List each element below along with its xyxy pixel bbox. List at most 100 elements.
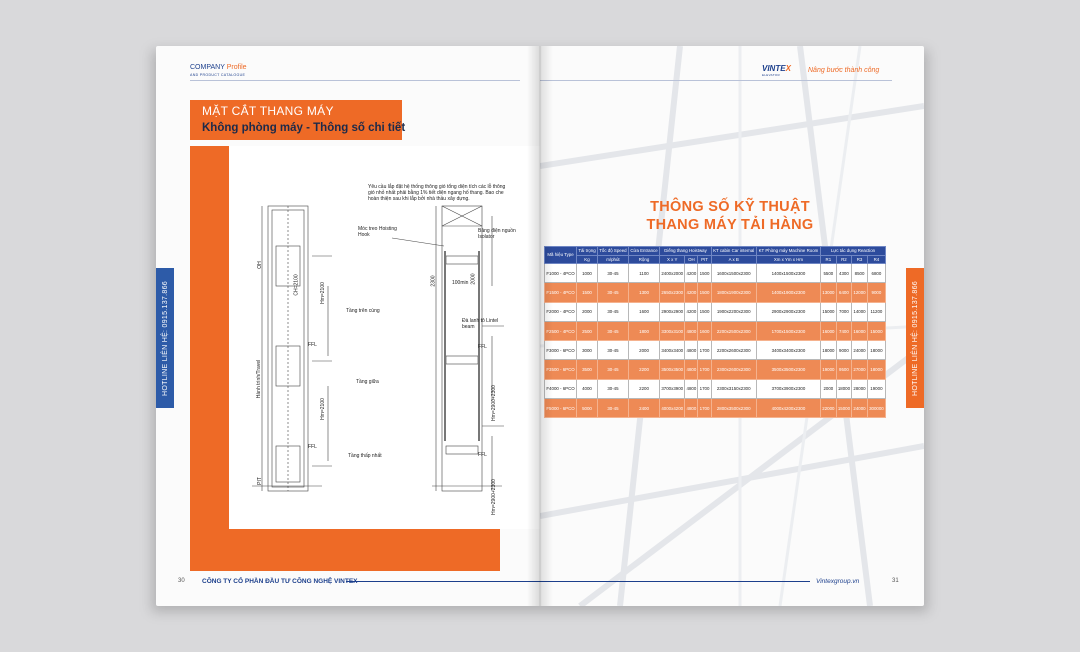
table-cell: 30-45 xyxy=(596,282,629,303)
table-cell: 3700x3900 xyxy=(659,378,686,400)
ch-dimension: CH=2100 xyxy=(293,274,300,296)
table-cell: 4200 xyxy=(684,282,699,303)
table-cell: F5000 - 6PCO xyxy=(543,398,578,419)
table-cell: 1700 xyxy=(697,359,712,380)
footer-company: CÔNG TY CỔ PHẦN ĐẦU TƯ CÔNG NGHỆ VINTEX xyxy=(202,578,358,585)
table-cell: 3700x3900x2300 xyxy=(755,378,822,400)
footer-divider-left xyxy=(346,581,540,582)
table-cell: 5500 xyxy=(820,262,837,284)
table-cell: 19000 xyxy=(866,378,887,400)
table-cell: 6400 xyxy=(835,282,853,303)
table-cell: 24000 xyxy=(851,398,868,419)
table-cell: F1000 - 4PCO xyxy=(543,262,578,284)
hotline-tab-left: HOTLINE LIÊN HỆ: 0915.137.866 xyxy=(156,268,174,408)
table-cell: 22000 xyxy=(820,398,837,419)
table-cell: 2400 xyxy=(627,398,661,419)
table-cell: 15000 xyxy=(820,301,837,322)
table-cell: 2200 xyxy=(627,378,661,400)
ffl-label-top: FFL xyxy=(308,342,317,348)
ffl-label-right: FFL xyxy=(478,344,487,350)
table-cell: 3000 xyxy=(576,340,598,361)
table-cell: 30-45 xyxy=(596,378,629,400)
table-cell: 2800x3500x2300 xyxy=(710,398,757,419)
right-page: VINTEX ELEVATOR Nâng bước thành công THÔ… xyxy=(540,46,924,606)
col-hoistway: Giếng thang Hoistway xyxy=(659,246,712,256)
travel-label: Hành trình/Travel xyxy=(256,359,263,399)
table-cell: 15000 xyxy=(866,320,887,342)
ventilation-note: Yêu cầu lắp đặt hệ thống thông gió tổng … xyxy=(368,184,506,202)
table-cell: 6800 xyxy=(866,262,887,284)
table-cell: 2900x2900 xyxy=(659,301,686,322)
ffl-label-bottom: FFL xyxy=(308,444,317,450)
footer-website: Vintexgroup.vn xyxy=(816,578,860,585)
table-cell: 2000 xyxy=(820,378,837,400)
hotline-tab-right: HOTLINE LIÊN HỆ: 0915.137.866 xyxy=(906,268,924,408)
table-cell: 1100 xyxy=(627,262,661,284)
table-cell: 7000 xyxy=(835,301,853,322)
header-divider-right xyxy=(540,80,892,81)
sub-r2: R2 xyxy=(835,254,853,264)
table-cell: 15000 xyxy=(835,398,853,419)
table-cell: 3500x3500x2300 xyxy=(755,359,822,380)
table-cell: 4000x4200 xyxy=(659,398,686,419)
table-cell: 1700x1500x2300 xyxy=(755,320,822,342)
sub-pit: PIT xyxy=(697,254,712,264)
table-cell: 4800 xyxy=(684,320,699,342)
table-cell: 2200 xyxy=(627,359,661,380)
table-cell: 2400x2000 xyxy=(659,262,686,284)
table-cell: 18000 xyxy=(866,340,887,361)
page-number-right: 31 xyxy=(892,578,899,584)
table-cell: 1700 xyxy=(697,340,712,361)
page-number-left: 30 xyxy=(178,578,185,584)
table-cell: 4800 xyxy=(684,378,699,400)
table-cell: 3500 xyxy=(576,359,598,380)
min-100-label: 100min xyxy=(452,280,469,286)
table-cell: 4200 xyxy=(684,262,699,284)
table-cell: 30-45 xyxy=(596,340,629,361)
table-cell: 12000 xyxy=(851,282,868,303)
table-cell: 2500 xyxy=(576,320,598,342)
table-cell: 2650x2300 xyxy=(659,282,686,303)
lintel-beam-label: Đà lanh tô Lintel beam xyxy=(462,318,499,330)
table-header-row: Mã hiệu Type Tải trọng Tốc độ Speed Cửa … xyxy=(543,246,886,264)
table-cell: 8500 xyxy=(851,262,868,284)
col-speed: Tốc độ Speed xyxy=(596,246,629,256)
spec-title-line2: THANG MÁY TẢI HÀNG xyxy=(646,217,814,233)
table-cell: 19000 xyxy=(820,359,837,380)
bottom-floor-label: Tầng thấp nhất xyxy=(348,453,382,459)
sub-xy: X x Y xyxy=(659,254,686,264)
hoisting-hook-label: Móc treo Hoisting Hook xyxy=(358,226,397,238)
isolator-label: Bảng điện nguồn Isolator xyxy=(478,228,516,240)
table-cell: 1300 xyxy=(627,282,661,303)
table-cell: 13000 xyxy=(820,282,837,303)
table-cell: 300000 xyxy=(866,398,887,419)
dim-2000: 2000 xyxy=(470,273,477,285)
table-cell: 18000 xyxy=(866,359,887,380)
table-cell: 1600 xyxy=(697,320,712,342)
table-cell: 18000 xyxy=(835,378,853,400)
table-cell: 4800 xyxy=(684,340,699,361)
brand-logo: VINTEX xyxy=(762,64,791,73)
slogan: Nâng bước thành công xyxy=(808,67,880,74)
table-cell: 4200 xyxy=(684,301,699,322)
table-cell: 2200x2600x2300 xyxy=(710,340,757,361)
brand-subtitle: ELEVATOR xyxy=(762,73,780,77)
table-cell: F3000 - 6PCO xyxy=(543,340,578,361)
table-cell: 30-45 xyxy=(596,398,629,419)
table-cell: 4800 xyxy=(684,398,699,419)
sub-speed: m/phút xyxy=(596,254,629,264)
table-cell: 9000 xyxy=(835,340,853,361)
table-cell: 2000 xyxy=(576,301,598,322)
table-cell: 9000 xyxy=(866,282,887,303)
col-type: Mã hiệu Type xyxy=(543,246,578,264)
table-cell: 1600x1500x2300 xyxy=(710,262,757,284)
table-cell: 2300x3150x2300 xyxy=(710,378,757,400)
oh-label: OH xyxy=(256,261,263,269)
table-cell: 1800 xyxy=(627,320,661,342)
